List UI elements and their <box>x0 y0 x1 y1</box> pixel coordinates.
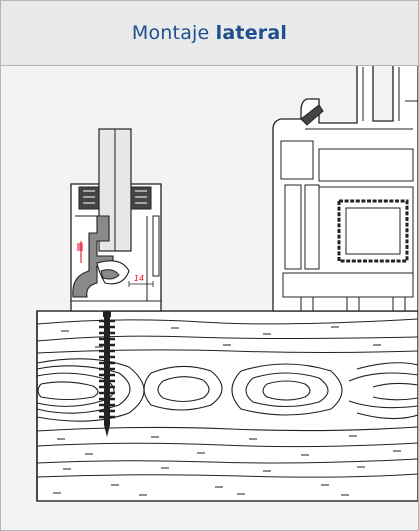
section-drawing: 14 <box>36 66 418 502</box>
title-bold: lateral <box>215 22 288 44</box>
figure-header: Montaje lateral <box>1 1 418 66</box>
window-frame-profile <box>272 66 418 312</box>
glass-clamp-profile <box>70 128 162 312</box>
wood-board <box>36 310 418 502</box>
figure-title: Montaje lateral <box>132 22 287 44</box>
title-regular: Montaje <box>131 22 210 44</box>
technical-drawing-area: 14 <box>1 66 418 530</box>
wood-knots <box>36 358 418 432</box>
dimension-label: 14 <box>134 274 144 283</box>
